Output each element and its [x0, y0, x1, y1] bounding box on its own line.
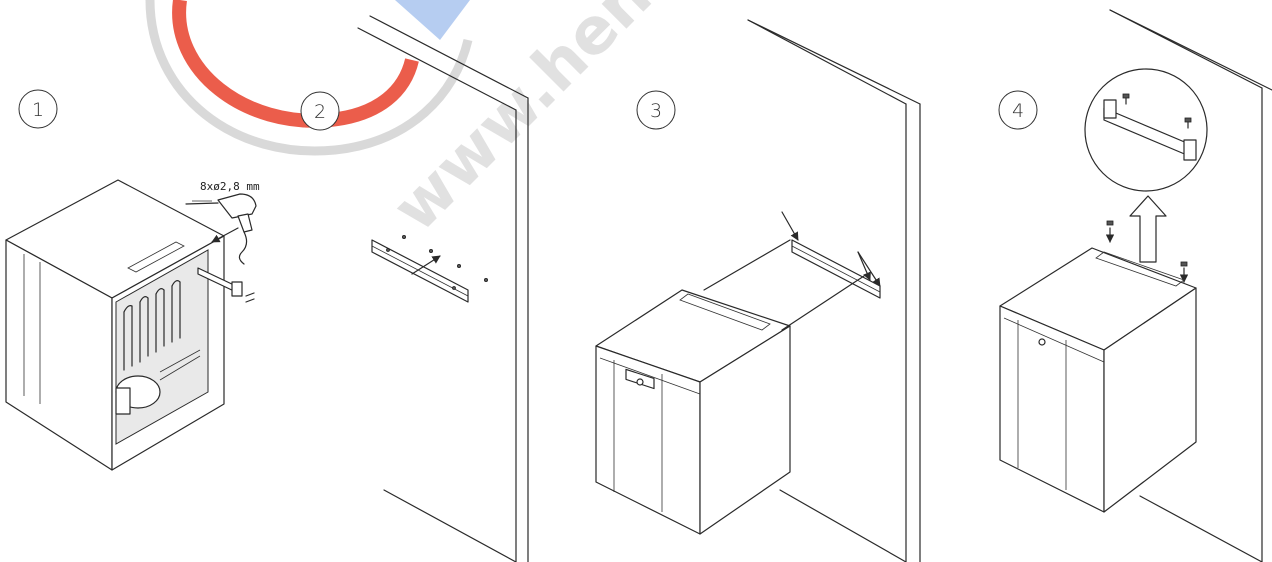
step-3: 3: [595, 19, 921, 562]
screw-icon: [1122, 93, 1192, 129]
step-3-number: 3: [650, 100, 662, 122]
appliance-front-view-3: [595, 289, 791, 535]
appliance-front-view-4: [999, 247, 1197, 513]
appliance-rear-view: [5, 179, 255, 471]
wall-panel-4: [1109, 9, 1272, 562]
step-4-number: 4: [1012, 100, 1024, 122]
step-2-number: 2: [314, 101, 326, 123]
drill-icon: [185, 193, 257, 265]
drill-note: 8xø2,8 mm: [200, 180, 260, 193]
step-4: 4: [998, 9, 1272, 562]
step-1-circle: [18, 89, 58, 129]
screws-4: [1105, 220, 1189, 283]
up-arrow-icon: [1129, 195, 1167, 263]
drill-arrow: [211, 227, 239, 243]
wall-bracket: [371, 239, 469, 303]
step-2-circle: [300, 91, 340, 131]
watermark-gray-arc: [145, 0, 473, 156]
step-4-circle: [998, 90, 1038, 130]
magnifier-circle: [1084, 68, 1208, 192]
bracket-arrow: [411, 255, 441, 275]
watermark-blue-shape: [395, 0, 470, 40]
step-3-circle: [636, 90, 676, 130]
step-1-number: 1: [32, 99, 44, 121]
wall-bracket-3: [791, 239, 881, 299]
step-2: 2: [300, 15, 529, 562]
watermark-red-arc: [172, 0, 419, 128]
wall-panel-2: [357, 15, 529, 562]
step-1: 1: [5, 89, 260, 471]
watermark-text: www.hen: [379, 0, 666, 246]
wall-panel-3: [747, 19, 921, 562]
drill-holes: [401, 234, 488, 282]
mount-guides-3: [703, 211, 881, 331]
